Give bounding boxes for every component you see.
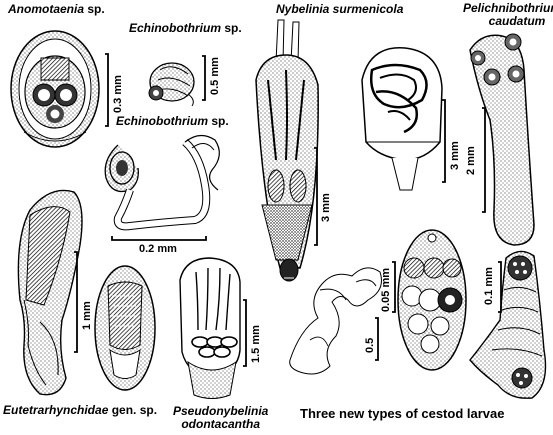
scale-bar-echinobothrium-mid bbox=[111, 236, 207, 241]
scale-bar-echinobothrium bbox=[202, 55, 206, 101]
scale-label-new-larva-scolex: 0.05 mm bbox=[380, 267, 392, 312]
eutetrarhynchidae-scolex-drawing bbox=[94, 265, 156, 391]
new-larva-coil-drawing bbox=[289, 267, 382, 375]
scale-label-nybelinia-larva: 3 mm bbox=[320, 193, 332, 222]
scale-label-nybelinia-scolex: 3 mm bbox=[449, 141, 461, 170]
scale-label-new-larva-coil: 0.5 bbox=[364, 337, 376, 353]
echinobothrium-mid-drawing bbox=[104, 134, 220, 231]
anomotaenia-drawing bbox=[10, 30, 100, 148]
pelichnibothrium-drawing bbox=[469, 33, 535, 246]
scale-label-pseudonybelinia: 1.5 mm bbox=[250, 325, 262, 363]
nybelinia-larva-drawing bbox=[255, 19, 319, 282]
label-echinobothrium-top: Echinobothrium sp. bbox=[129, 21, 242, 35]
label-echinobothrium-mid: Echinobothrium sp. bbox=[116, 114, 229, 128]
new-larva-chain-drawing bbox=[469, 250, 547, 399]
scale-label-anomotaenia: 0.3 mm bbox=[112, 75, 124, 113]
scale-bars bbox=[74, 53, 502, 367]
scale-bar-nybelinia-scolex bbox=[442, 99, 446, 183]
scale-bar-new-scolex bbox=[392, 261, 396, 313]
scale-bar-new-coil bbox=[375, 317, 379, 361]
echinobothrium-top-drawing bbox=[148, 62, 195, 107]
label-pseudonybelinia: Pseudonybelinia odontacantha bbox=[173, 404, 269, 431]
new-larva-scolex-drawing bbox=[397, 229, 467, 371]
scale-bar-new-chain bbox=[498, 261, 502, 313]
scale-label-pelichnibothrium: 2 mm bbox=[465, 146, 477, 175]
eutetrarhynchidae-larva-drawing bbox=[17, 189, 83, 396]
scale-label-echinobothrium: 0.5 mm bbox=[209, 57, 221, 95]
scale-bar-pseudonybelinia bbox=[243, 299, 247, 367]
scale-label-eutetrarhynchidae: 1 mm bbox=[81, 301, 93, 330]
label-anomotaenia: Anomotaenia sp. bbox=[8, 2, 105, 16]
plate-caption: Three new types of cestod larvae bbox=[300, 406, 505, 421]
pseudonybelinia-drawing bbox=[179, 257, 241, 399]
scale-label-new-larva-chain: 0.1 mm bbox=[483, 267, 495, 305]
nybelinia-scolex-drawing bbox=[361, 47, 443, 191]
scale-bar-pelichnibothrium bbox=[482, 107, 486, 213]
scale-bar-nybelinia-larva bbox=[314, 147, 318, 246]
scale-bar-anomotaenia bbox=[105, 53, 109, 127]
label-nybelinia: Nybelinia surmenicola bbox=[276, 2, 404, 16]
label-pelichnibothrium: Pelichnibothrium caudatum bbox=[463, 1, 553, 28]
scale-bar-eutetrarhynchidae bbox=[74, 251, 78, 353]
label-eutetrarhynchidae: Eutetrarhynchidae gen. sp. bbox=[3, 403, 158, 417]
scale-label-echinobothrium-mid: 0.2 mm bbox=[139, 243, 177, 255]
